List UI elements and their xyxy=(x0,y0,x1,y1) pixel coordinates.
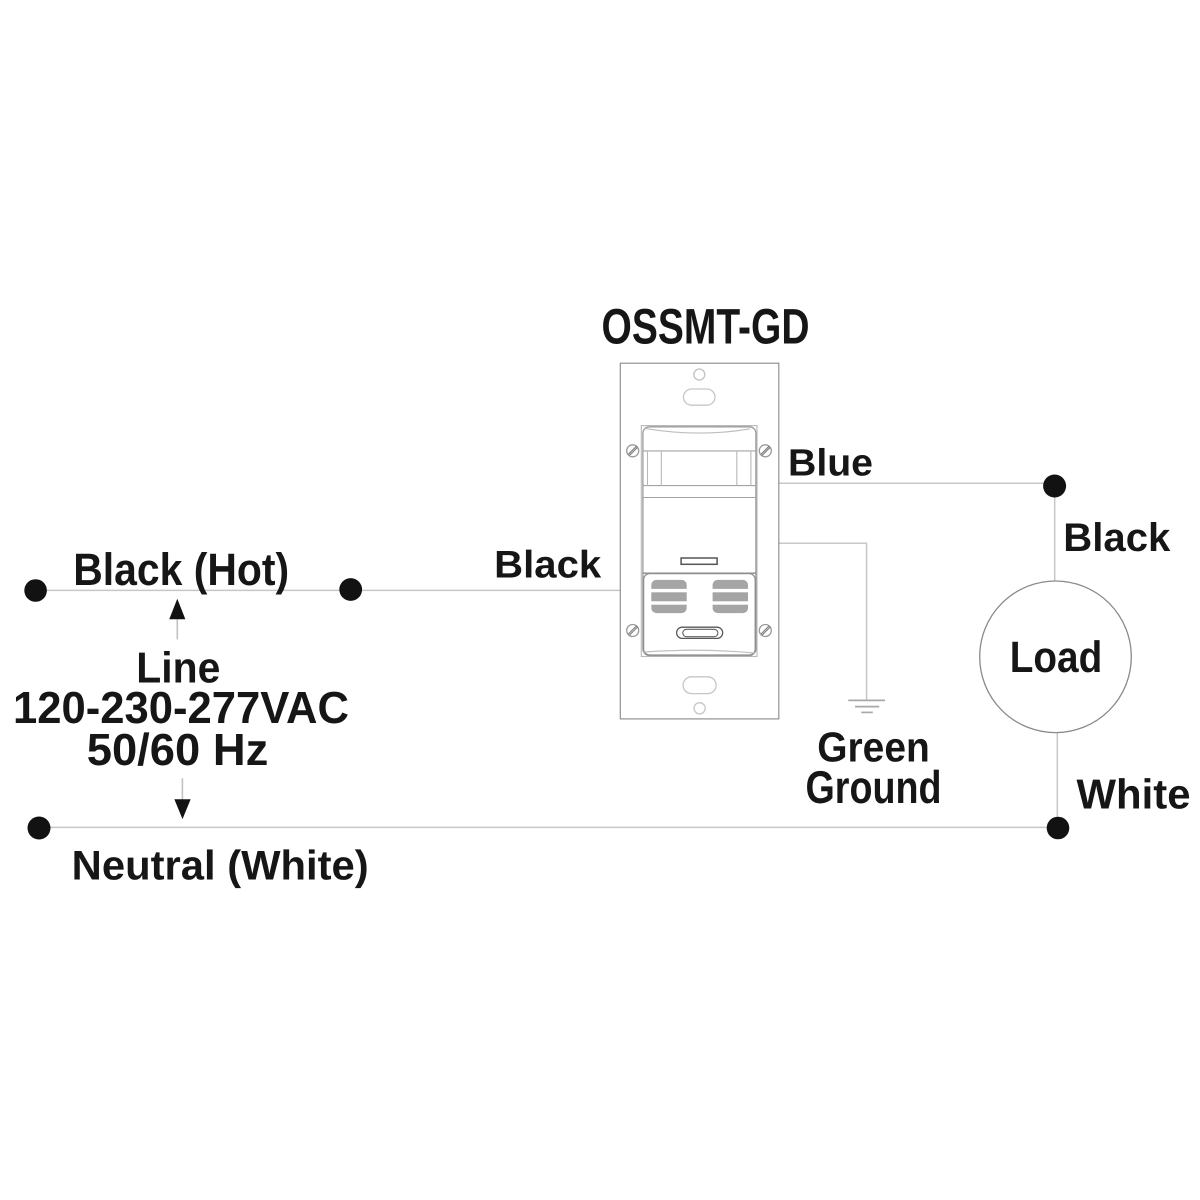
svg-text:Black (Hot): Black (Hot) xyxy=(73,544,289,595)
svg-text:Black: Black xyxy=(494,544,602,587)
svg-text:Line: Line xyxy=(136,645,220,693)
svg-text:50/60 Hz: 50/60 Hz xyxy=(87,724,269,775)
svg-text:Neutral (White): Neutral (White) xyxy=(72,842,369,889)
svg-text:120-230-277VAC: 120-230-277VAC xyxy=(13,682,349,733)
svg-text:Ground: Ground xyxy=(806,761,942,813)
svg-text:Blue: Blue xyxy=(788,442,873,484)
svg-text:OSSMT-GD: OSSMT-GD xyxy=(602,299,810,355)
svg-text:Green: Green xyxy=(817,723,930,770)
svg-text:White: White xyxy=(1077,771,1191,818)
svg-text:Black: Black xyxy=(1063,516,1171,560)
svg-text:Load: Load xyxy=(1010,633,1103,682)
